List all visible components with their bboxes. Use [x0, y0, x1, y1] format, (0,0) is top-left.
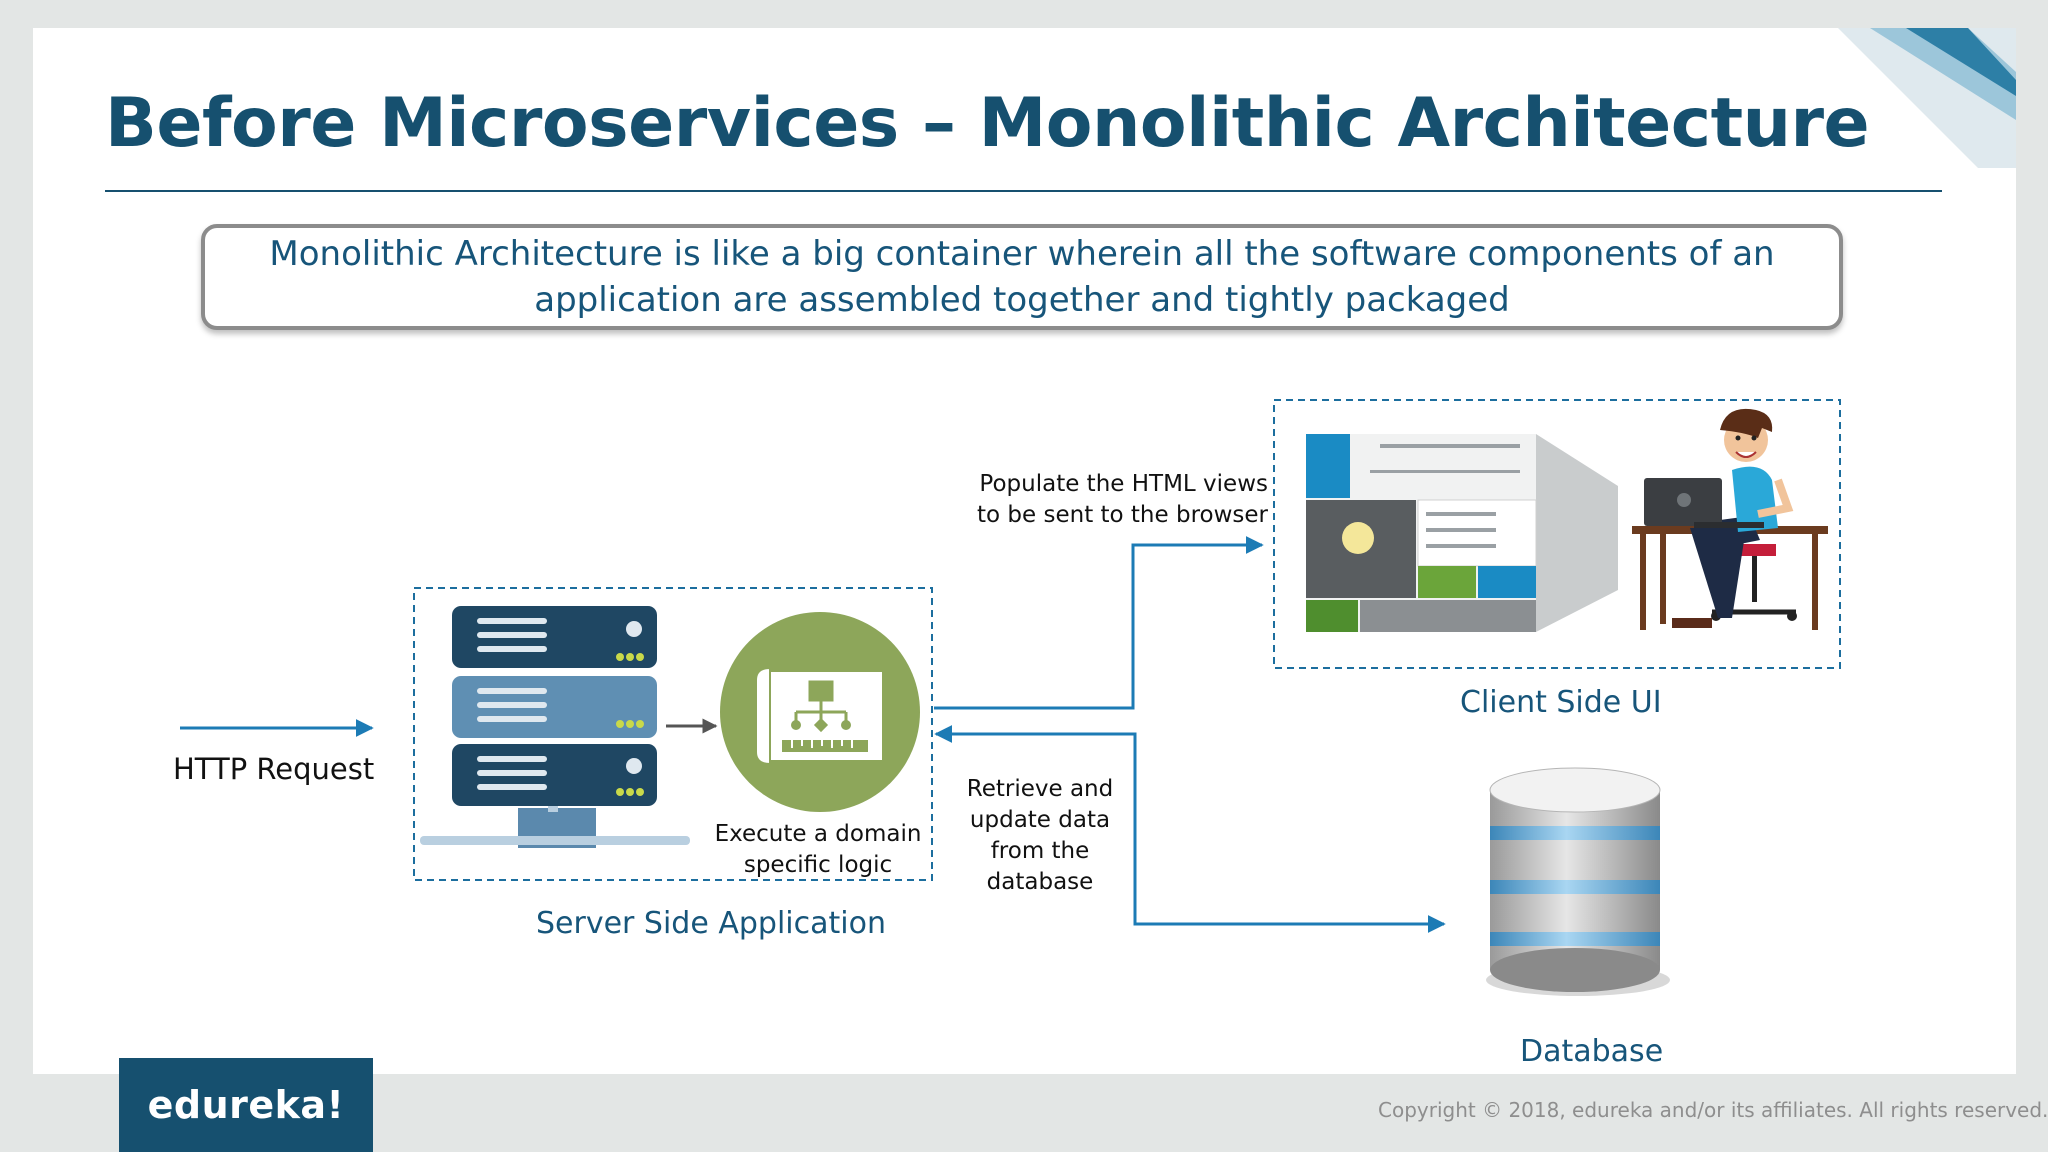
database-caption: Database — [1520, 1034, 1664, 1069]
populate-caption-line2: to be sent to the browser — [977, 502, 1268, 528]
client-caption: Client Side UI — [1460, 685, 1662, 720]
definition-callout: Monolithic Architecture is like a big co… — [201, 224, 1843, 330]
populate-caption-line1: Populate the HTML views — [979, 471, 1268, 497]
logic-caption-line1: Execute a domain — [714, 821, 922, 847]
populate-caption: Populate the HTML views to be sent to th… — [968, 469, 1268, 531]
web-ui-screenshot-icon — [1306, 434, 1618, 632]
client-box — [1273, 399, 1841, 669]
slide-title: Before Microservices – Monolithic Archit… — [105, 84, 1870, 163]
http-request-label: HTTP Request — [173, 752, 375, 786]
corner-decoration — [1838, 28, 2016, 168]
slide — [33, 28, 2016, 1074]
retrieve-caption: Retrieve and update data from the databa… — [960, 774, 1120, 898]
retrieve-arrow — [1133, 732, 1446, 933]
server-rack-icon — [420, 606, 690, 848]
retrieve-caption-line1: Retrieve and — [966, 776, 1114, 802]
developer-at-desk-icon — [1632, 408, 1828, 630]
database-cylinder-icon — [1486, 767, 1670, 996]
retrieve-caption-line3: from the — [990, 838, 1090, 864]
logic-caption-line2: specific logic — [743, 852, 893, 878]
definition-text: Monolithic Architecture is like a big co… — [269, 234, 1775, 320]
logic-caption: Execute a domain specific logic — [706, 819, 930, 881]
retrieve-caption-line2: update data — [969, 807, 1111, 833]
blueprint-icon — [720, 612, 920, 812]
title-divider — [105, 190, 1942, 192]
copyright-notice: Copyright © 2018, edureka and/or its aff… — [1378, 1098, 2048, 1122]
populate-arrow — [934, 536, 1264, 710]
edureka-logo: edureka! — [119, 1058, 373, 1152]
server-box — [413, 587, 933, 881]
server-caption: Server Side Application — [536, 906, 886, 941]
retrieve-caption-line4: database — [986, 869, 1094, 895]
